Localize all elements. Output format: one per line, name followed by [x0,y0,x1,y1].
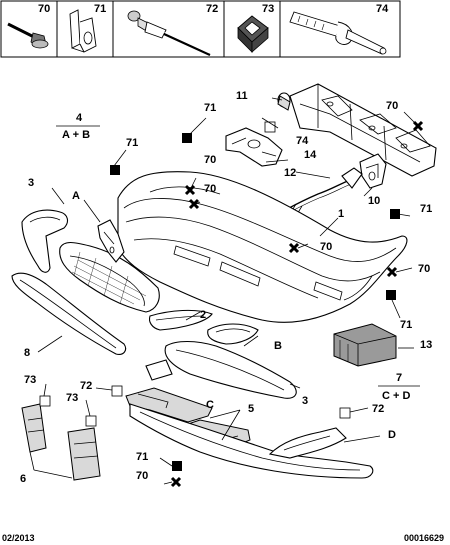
lower-beam-part-C[interactable] [129,403,374,479]
marker-71-e[interactable] [172,461,182,471]
side-trim-part-3-left[interactable] [21,209,69,273]
marker-74[interactable] [264,121,276,133]
callout-13: 13 [420,339,432,351]
callout-70-c: 70 [204,183,216,195]
fastener-box-70[interactable]: 70 [0,0,58,58]
fastener-ref-73: 73 [262,3,274,15]
fastener-box-73[interactable]: 73 [223,0,281,58]
callout-70-e: 70 [418,263,430,275]
callout-71-c: 71 [420,203,432,215]
fastener-box-74[interactable]: 74 [279,0,401,58]
callout-74: 74 [296,135,309,147]
callout-71-a: 71 [204,102,216,114]
marker-71-d[interactable] [386,290,396,300]
callout-C: C [206,399,214,411]
callout-73-b: 73 [66,392,78,404]
marker-72-a[interactable] [111,385,123,397]
group-label-4: 4 A + B [56,112,100,141]
fastener-ref-74: 74 [376,3,389,15]
callout-70-b: 70 [204,154,216,166]
marker-70-d [288,242,300,254]
callout-11: 11 [236,90,248,102]
callout-70-a: 70 [386,100,398,112]
lower-spoiler-part-2[interactable] [148,309,213,331]
group-7-formula: C + D [382,390,410,402]
callout-73-a: 73 [24,374,36,386]
marker-73-a[interactable] [39,395,51,407]
footer-date: 02/2013 [2,533,35,543]
callout-71-b: 71 [126,137,138,149]
grommet-part-11[interactable] [277,92,291,111]
callout-A: A [72,190,80,202]
fastener-box-72[interactable]: 72 [112,0,225,58]
side-bracket-part-A[interactable] [97,219,125,263]
callout-6: 6 [20,473,26,485]
screw-bolt-icon [7,21,49,49]
callout-10: 10 [368,195,380,207]
callout-5: 5 [248,403,254,415]
leader-lines [29,97,419,485]
callout-3-left: 3 [28,177,34,189]
footer-code: 00016629 [404,533,444,543]
marker-70-e [386,266,398,278]
marker-70-c [188,198,200,210]
fastener-ref-70: 70 [38,3,50,15]
callout-71-d: 71 [400,319,412,331]
push-rivet-icon [289,11,387,55]
callout-70-d: 70 [320,241,332,253]
fog-cover-part-B[interactable] [207,323,259,345]
under-cover-part-D[interactable] [268,427,347,459]
marker-72-b[interactable] [339,407,351,419]
lower-skirt-part-3-right[interactable] [164,340,297,399]
marker-73-b[interactable] [85,415,97,427]
fastener-box-71[interactable]: 71 [56,0,114,58]
callout-70-f: 70 [136,470,148,482]
fastener-ref-71: 71 [94,3,106,15]
grille-insert[interactable] [59,241,160,313]
callout-72-b: 72 [372,403,384,415]
guide-part-6-b[interactable] [67,427,101,481]
group-4-formula: A + B [62,129,90,141]
fastener-ref-72: 72 [206,3,218,15]
group-label-7: 7 C + D [378,372,420,402]
callout-71-e: 71 [136,451,148,463]
rivet-icon [127,10,211,57]
square-clip-nut-icon [237,15,269,53]
callout-14: 14 [304,149,317,161]
lower-lip-part-8[interactable] [11,272,127,355]
callout-labels: 3 A 1 2 B 3 5 6 8 10 11 12 13 14 70 70 7… [20,90,432,485]
bracket-part-14[interactable] [225,127,283,167]
callout-3-right: 3 [302,395,308,407]
callout-2: 2 [200,309,206,321]
group-4-number: 4 [76,112,83,124]
callout-D: D [388,429,396,441]
fastener-legend: 70 71 72 [0,0,401,58]
callout-8: 8 [24,347,30,359]
callout-72-a: 72 [80,380,92,392]
absorber-block-part-13[interactable] [333,323,397,367]
body-frame-bracket[interactable] [289,83,437,177]
marker-71-a[interactable] [182,133,192,143]
callout-12: 12 [284,167,296,179]
group-7-number: 7 [396,372,402,384]
callout-1: 1 [338,208,344,220]
bumper-skin-part-1[interactable] [117,171,408,323]
marker-71-b[interactable] [110,165,120,175]
callout-B: B [274,340,282,352]
bracket-part-10[interactable] [359,153,387,189]
guide-part-6-a[interactable] [21,403,47,453]
marker-71-c[interactable] [390,209,400,219]
marker-70-f [170,476,182,488]
spring-clip-icon [69,9,97,53]
